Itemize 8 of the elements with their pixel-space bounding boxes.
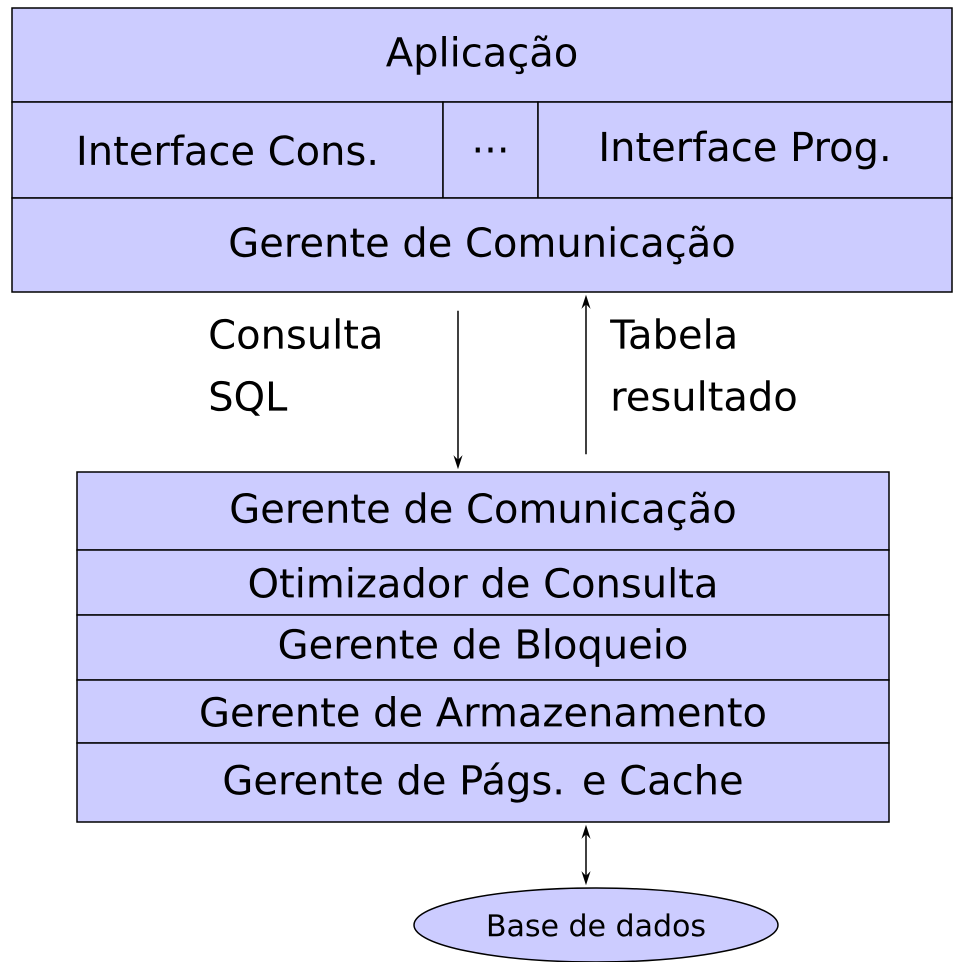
layer-box: Gerente de Bloqueio — [76, 614, 890, 681]
edge-label: Consulta SQL — [210, 318, 380, 416]
layer-box: Gerente de Págs. e Cache — [76, 742, 890, 823]
layer-box: ... — [442, 101, 539, 199]
layer-box: Otimizador de Consulta — [76, 549, 890, 616]
layer-box: Gerente de Armazenamento — [76, 679, 890, 744]
edge-label: Tabela resultado — [610, 318, 796, 412]
layer-box: Gerente de Comunicação — [76, 471, 890, 551]
